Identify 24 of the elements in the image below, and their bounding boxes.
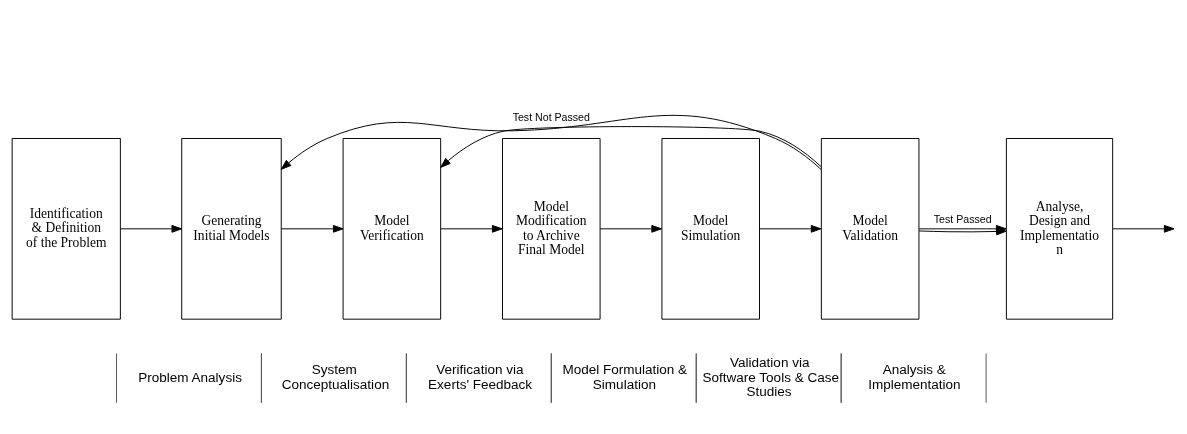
label: Analysis & Implementation: [868, 362, 961, 392]
node-box: Model Validation: [820, 138, 920, 320]
label: Model Formulation & Simulation: [562, 362, 688, 392]
arrow: [280, 224, 344, 233]
label: Verification via Exerts' Feedback: [428, 362, 533, 392]
node-box: Model Simulation: [661, 138, 760, 320]
arrow: [759, 224, 822, 233]
label: System Conceptualisation: [281, 362, 390, 392]
arrow: [599, 224, 662, 233]
node-box: Analyse, Design and Implementatio n: [1005, 138, 1114, 320]
node-box: Model Verification: [342, 138, 442, 320]
label: Problem Analysis: [138, 369, 242, 385]
arrow: [280, 114, 822, 170]
node-box: Model Modification to Archive Final Model: [502, 138, 601, 320]
arrow: [120, 224, 183, 233]
label: Validation via Software Tools & Case Studies: [702, 355, 839, 400]
arrow: [1112, 224, 1175, 233]
node-box: Generating Initial Models: [181, 138, 282, 320]
arrow: [440, 224, 503, 233]
node-box: Identification & Definition of the Problem: [11, 138, 121, 320]
arrow: [440, 126, 822, 168]
edge-label: Test Not Passed: [512, 110, 590, 123]
arrow: [918, 224, 1007, 233]
edge-label: Test Passed: [933, 212, 992, 225]
